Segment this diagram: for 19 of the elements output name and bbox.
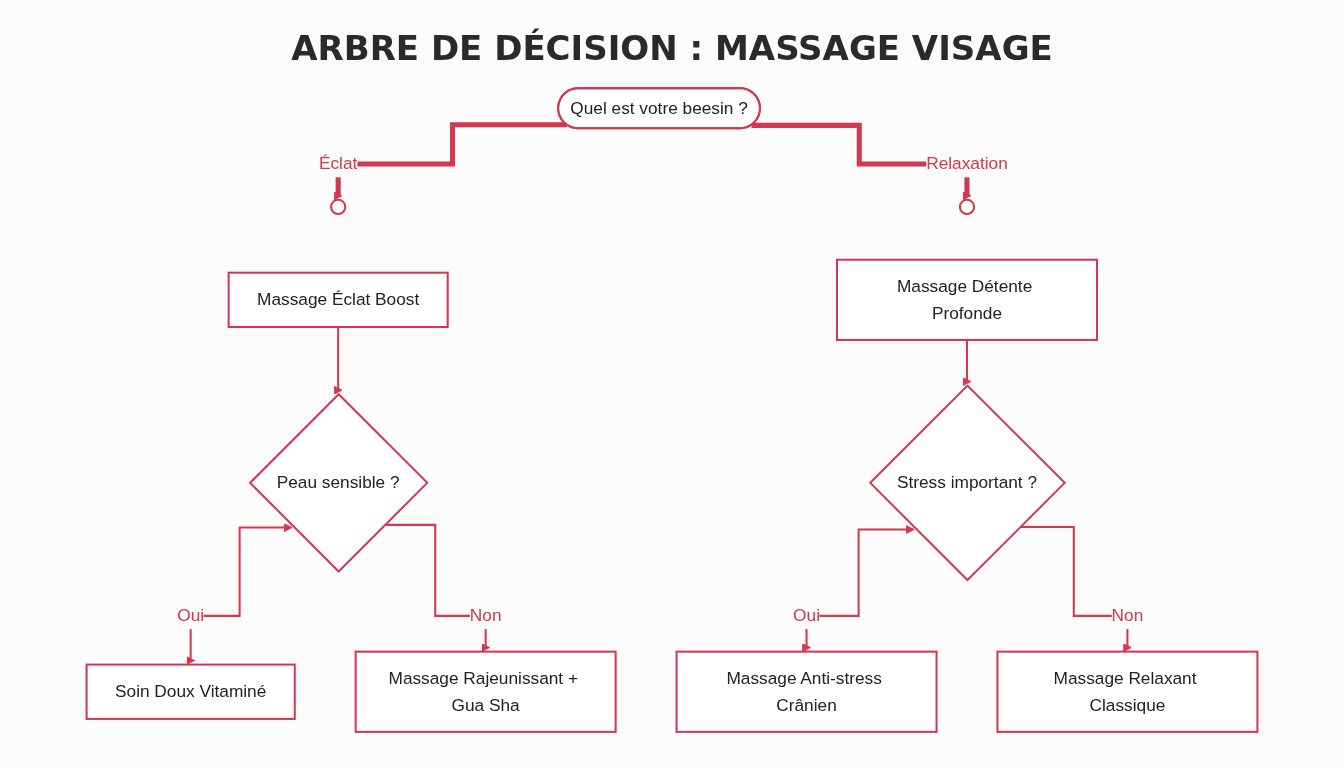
node-diamond: Peau sensible ? (248, 392, 429, 573)
edge-label: Oui (793, 605, 820, 626)
arrow (333, 122, 567, 201)
edge-label: Relaxation (926, 154, 1008, 174)
edge-label: Oui (177, 605, 205, 626)
node-box: Massage Relaxant Classique (996, 650, 1259, 733)
edge-label: Non (469, 605, 502, 626)
edge-label: Éclat (318, 154, 358, 174)
node-box: Massage Anti-stress Crânien (675, 650, 938, 733)
node-circle (958, 198, 976, 216)
node-box: Massage Détente Profonde (836, 258, 1098, 341)
diagram-title: ARBRE DE DÉCISION : MASSAGE VISAGE (291, 28, 1053, 68)
node-box: Massage Rajeunissant + Gua Sha (354, 650, 617, 733)
node-circle (330, 198, 347, 216)
node-box: Massage Éclat Boost (227, 271, 449, 329)
node-box: Soin Doux Vitaminé (85, 663, 296, 720)
node-diamond: Stress important ? (868, 384, 1067, 582)
edge-label: Non (1111, 605, 1144, 626)
arrow (186, 523, 293, 665)
